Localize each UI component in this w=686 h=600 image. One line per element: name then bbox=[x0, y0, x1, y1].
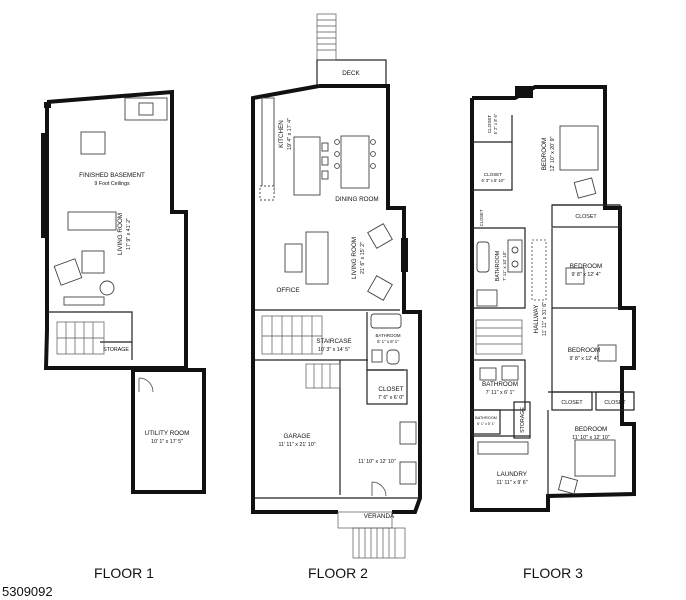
room-dim: 6' 3" x 8' 10" bbox=[482, 178, 505, 183]
room-name: BATHROOM bbox=[482, 381, 518, 388]
listing-id: 5309092 bbox=[2, 584, 53, 599]
room-dim: 21' 6" x 15' 2" bbox=[360, 242, 366, 274]
room-name: STORAGE bbox=[103, 347, 129, 353]
basement-stairs bbox=[56, 321, 105, 355]
room-name: LIVING ROOM bbox=[117, 213, 124, 255]
room-dim: 11' 11" x 21' 10" bbox=[278, 442, 315, 448]
room-dim: 12' 10" x 20' 9" bbox=[550, 136, 556, 171]
basement-furniture bbox=[53, 97, 168, 393]
room-dim: 9' 8" x 12' 4" bbox=[569, 356, 598, 362]
room-dim: 11' 10" x 12' 10" bbox=[572, 435, 610, 441]
room-note: 9 Foot Ceilings bbox=[94, 181, 130, 187]
floor-1-label: FLOOR 1 bbox=[94, 565, 154, 581]
room-dim: 17' 9" x 41' 2" bbox=[126, 218, 132, 250]
room-name: FINISHED BASEMENT bbox=[79, 172, 145, 179]
veranda-steps bbox=[337, 511, 406, 559]
room-name: STAIRCASE bbox=[316, 338, 351, 345]
floor-3-label: FLOOR 3 bbox=[523, 565, 583, 581]
room-name: CLOSET bbox=[484, 172, 503, 177]
room-name: OFFICE bbox=[276, 287, 299, 294]
deck-stairs bbox=[316, 13, 337, 61]
room-name: CLOSET bbox=[479, 209, 484, 226]
room-name: VERANDA bbox=[364, 513, 395, 520]
room-name: BEDROOM bbox=[570, 263, 603, 270]
room-name: CLOSET bbox=[561, 400, 583, 406]
room-name: KITCHEN bbox=[278, 120, 285, 148]
room-name: BEDROOM bbox=[575, 426, 608, 433]
kitchen-fixtures bbox=[259, 97, 376, 201]
room-dim: 7' 6" x 6' 0" bbox=[378, 395, 404, 401]
room-dim: 5' 1" x 8' 1" bbox=[377, 339, 399, 344]
room-name: BATHROOM bbox=[375, 333, 400, 338]
room-name: BEDROOM bbox=[568, 347, 601, 354]
room-name: BATHROOM bbox=[495, 251, 501, 281]
room-name: UTILITY ROOM bbox=[145, 430, 190, 437]
room-dim: 7' 11" x 6' 1" bbox=[486, 390, 515, 396]
main-staircase bbox=[261, 315, 341, 389]
floor-3-fixtures bbox=[476, 125, 617, 495]
room-dim: 7' 11" x 10' 10" bbox=[502, 251, 507, 281]
room-name: BEDROOM bbox=[541, 138, 548, 171]
room-name: LAUNDRY bbox=[497, 471, 528, 478]
room-name: HALLWAY bbox=[533, 304, 540, 334]
room-dim: 6' 1" x 5' 1" bbox=[477, 422, 495, 426]
utility-room-walls bbox=[131, 368, 206, 494]
room-name: LIVING ROOM bbox=[351, 237, 358, 279]
room-name: DECK bbox=[342, 70, 360, 77]
room-name: DINING ROOM bbox=[335, 196, 378, 203]
floor-2-plan: DECK KITCHEN 19' 4" x 17' 4" DINING ROOM… bbox=[251, 13, 422, 559]
room-dim: 11' 11" x 9' 6" bbox=[496, 480, 527, 486]
room-name: CLOSET bbox=[487, 115, 492, 134]
room-dim: 11' 10" x 12' 10" bbox=[358, 459, 396, 465]
wall-block bbox=[41, 133, 49, 238]
floor-2-label: FLOOR 2 bbox=[308, 565, 368, 581]
room-name: GARAGE bbox=[284, 433, 311, 440]
room-name: CLOSET bbox=[378, 386, 403, 393]
room-name: CLOSET bbox=[575, 214, 597, 220]
room-name: STORAGE bbox=[520, 407, 526, 433]
room-dim: 5' 2" x 8' 6" bbox=[493, 113, 498, 134]
room-dim: 11' 11" x 31' 6" bbox=[542, 302, 548, 336]
room-name: BATHROOM bbox=[475, 416, 497, 420]
living-office-furniture bbox=[284, 223, 393, 301]
closet-walls bbox=[366, 369, 408, 405]
room-dim: 10' 3" x 14' 5" bbox=[318, 347, 350, 353]
room-name: CLOSET bbox=[604, 400, 626, 406]
room-dim: 19' 4" x 17' 4" bbox=[287, 118, 293, 150]
floor-1-plan: FINISHED BASEMENT 9 Foot Ceilings LIVING… bbox=[41, 89, 206, 494]
floor-3-stairs bbox=[475, 319, 523, 355]
room-dim: 10' 1" x 17' 5" bbox=[151, 439, 183, 445]
floor-3-plan: CLOSET 5' 2" x 8' 6" CLOSET 6' 3" x 8' 1… bbox=[470, 85, 636, 512]
room-dim: 9' 8" x 12' 4" bbox=[571, 272, 600, 278]
